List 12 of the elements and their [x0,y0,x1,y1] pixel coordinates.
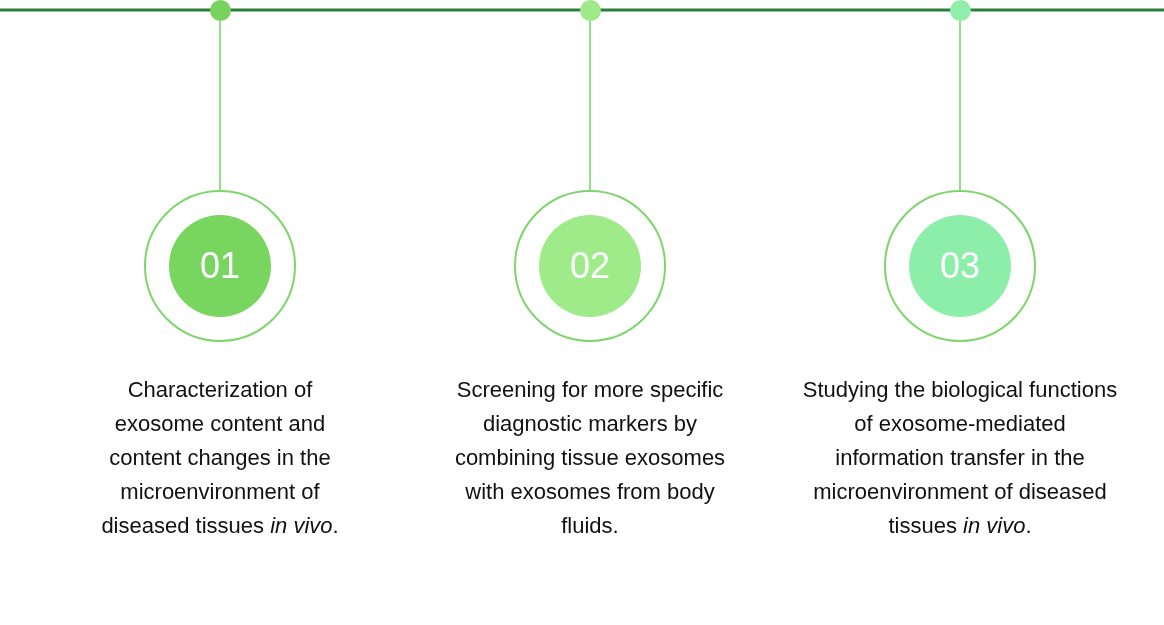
timeline-dot [209,0,231,21]
timeline-dot [579,0,601,21]
step-number: 03 [909,215,1011,317]
step-number: 02 [539,215,641,317]
connector-line [589,19,591,191]
step-description: Characterization of exosome content and content changes in the microenvironment of diseased tissues in vivo. [100,376,340,540]
connector-line [219,19,221,191]
step-description: Studying the biological functions of exosome-mediated information transfer in the microenvironment of diseased tissues in vivo. [801,376,1119,540]
timeline-dot [949,0,971,21]
connector-line [959,19,961,191]
step-description: Screening for more specific diagnostic markers by combining tissue exosomes with exosomes from body fluids. [453,376,727,540]
step-number: 01 [169,215,271,317]
